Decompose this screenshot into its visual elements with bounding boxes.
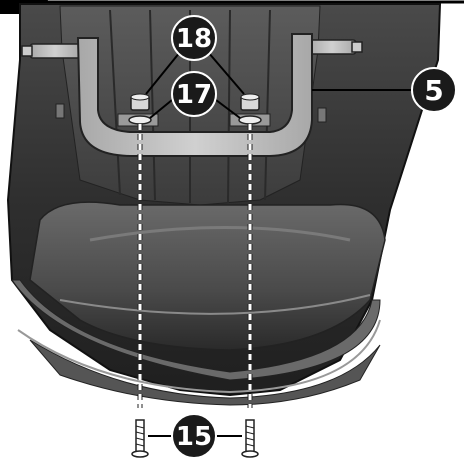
callout-5-label: 5 xyxy=(424,74,443,107)
callout-18-label: 18 xyxy=(176,24,212,54)
washer-left xyxy=(128,115,152,125)
callout-5: 5 xyxy=(411,67,457,113)
bolt-right xyxy=(241,419,259,458)
wheelbarrow-tub xyxy=(6,3,442,406)
callout-17-label: 17 xyxy=(176,80,212,110)
callout-15: 15 xyxy=(171,413,217,459)
washer-right xyxy=(238,115,262,125)
nut-right xyxy=(240,93,260,111)
nut-left xyxy=(130,93,150,111)
leader-lines xyxy=(145,51,412,437)
callout-15-label: 15 xyxy=(176,422,212,452)
callout-18: 18 xyxy=(171,15,217,61)
bolt-left xyxy=(131,419,149,458)
callout-17: 17 xyxy=(171,71,217,117)
